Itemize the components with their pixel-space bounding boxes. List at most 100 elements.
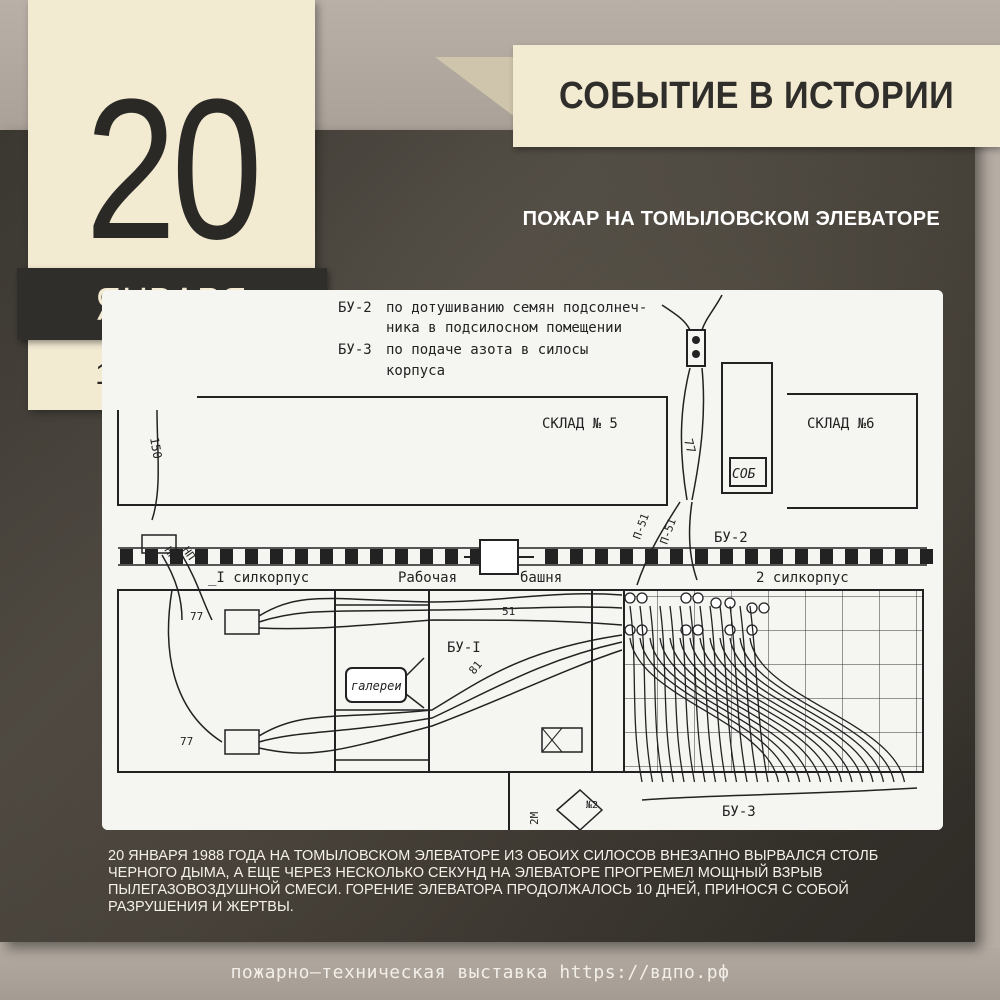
legend-bu3-line2: корпуса: [386, 363, 445, 379]
hose-bundle: [258, 593, 623, 754]
valve-symbol: [680, 624, 692, 636]
valve-symbol: [624, 592, 636, 604]
diagram-svg: БУ-2 по дотушиванию семян подсолнеч- ник…: [102, 290, 943, 830]
warehouse-6-outline: [787, 393, 918, 509]
warehouse-6-label: СКЛАД №6: [807, 416, 874, 432]
rail-tie: [145, 549, 158, 564]
ribbon-fold: [435, 57, 515, 117]
gallery-box: [345, 667, 407, 703]
bu2-label: БУ-2: [714, 530, 748, 546]
rail-line: [118, 547, 927, 566]
rail-tie: [545, 549, 558, 564]
tower-connector: [479, 539, 519, 575]
legend-bu2-code: БУ-2: [338, 300, 372, 316]
silo-hose: [709, 605, 727, 783]
legend-bu3-code: БУ-3: [338, 342, 372, 358]
silo-hose: [739, 637, 895, 783]
rail-tie: [395, 549, 408, 564]
silo-hose: [649, 637, 801, 783]
sob-building: [721, 362, 773, 494]
gallery-label: галереи: [351, 679, 402, 693]
legend-bu3-line1: по подаче азота в силосы: [386, 342, 588, 358]
valve-symbol: [692, 592, 704, 604]
silo-hose: [639, 637, 790, 783]
rail-tie: [270, 549, 283, 564]
rail-tie: [295, 549, 308, 564]
pump-symbol: [555, 788, 604, 830]
rail-tie: [595, 549, 608, 564]
silo-hose: [629, 605, 643, 783]
rail-tie: [720, 549, 733, 564]
tower-label: башня: [520, 570, 562, 586]
silo-hose: [659, 637, 811, 783]
rail-tie: [195, 549, 208, 564]
silo-hose: [689, 637, 843, 783]
m2-label: 2М: [528, 811, 541, 825]
rail-tie: [870, 549, 883, 564]
valve-symbol: [680, 592, 692, 604]
silo-hose: [679, 605, 696, 783]
workroom-label: Рабочая: [398, 570, 457, 586]
legend-bu2-line2: ника в подсилосном помещении: [386, 320, 622, 336]
silo-hose: [649, 605, 664, 783]
ribbon-title: СОБЫТИЕ В ИСТОРИИ: [558, 74, 955, 117]
rail-tie: [620, 549, 633, 564]
day-number: 20: [85, 58, 263, 281]
silo-hose: [679, 637, 832, 783]
rail-tie: [695, 549, 708, 564]
rail-tie: [420, 549, 433, 564]
silo-2-label: 2 силкорпус: [756, 570, 849, 586]
warehouse-5-outline: [117, 396, 668, 506]
bu1-label: БУ-I: [447, 640, 481, 656]
valve-symbol: [624, 624, 636, 636]
hose-77-label-low: 77: [180, 735, 193, 748]
elevator-diagram: БУ-2 по дотушиванию семян подсолнеч- ник…: [102, 290, 943, 830]
silo-hose: [749, 637, 906, 783]
n2-label: №2: [586, 800, 598, 811]
event-headline: ПОЖАР НА ТОМЫЛОВСКОМ ЭЛЕВАТОРЕ: [522, 208, 940, 230]
silo-hose: [669, 637, 822, 783]
silo-hose: [699, 637, 853, 783]
rail-tie: [445, 549, 458, 564]
rail-tie: [645, 549, 658, 564]
silo-hose: [639, 605, 654, 783]
silo-hose: [709, 637, 864, 783]
valve-symbol: [746, 602, 758, 614]
warehouse-5-label: СКЛАД № 5: [542, 416, 618, 432]
valve-symbol: [758, 602, 770, 614]
ribbon-banner: СОБЫТИЕ В ИСТОРИИ: [513, 45, 1000, 147]
rail-tie: [820, 549, 833, 564]
silo-1-label: _I силкорпус: [208, 570, 309, 586]
silo-hose: [729, 637, 885, 783]
bu3-label: БУ-3: [722, 804, 756, 820]
rail-tie: [895, 549, 908, 564]
rail-tie: [245, 549, 258, 564]
np-label-1: НП: [162, 544, 180, 562]
rail-tie: [795, 549, 808, 564]
rail-tie: [370, 549, 383, 564]
silo-hose: [719, 637, 874, 783]
footer-link[interactable]: пожарно–техническая выставка https://вдп…: [230, 962, 730, 983]
valve-symbol: [692, 624, 704, 636]
silo-hose: [699, 605, 717, 783]
rail-tie: [670, 549, 683, 564]
legend-bu2-line1: по дотушиванию семян подсолнеч-: [386, 300, 647, 316]
valve-symbol: [710, 597, 722, 609]
hose-51-label: 51: [502, 605, 515, 618]
hydrant-top: [686, 329, 706, 367]
event-description: 20 января 1988 года на Томыловском элева…: [108, 848, 879, 915]
bottom-background: [0, 948, 1000, 1000]
hose-77-label-mid: 77: [190, 610, 203, 623]
rail-tie: [120, 549, 133, 564]
truck-left: [141, 534, 177, 554]
hose-150-label: 150: [147, 436, 165, 460]
silo-2-hoses: [629, 605, 906, 783]
sob-box: [729, 457, 767, 487]
rail-tie: [745, 549, 758, 564]
hose-77-label-top: 77: [681, 437, 698, 455]
silo-2-grid: [623, 589, 924, 773]
silo-hose: [659, 605, 675, 783]
rail-tie: [320, 549, 333, 564]
silo-hose: [629, 637, 780, 783]
sob-label: СОБ: [732, 467, 756, 482]
